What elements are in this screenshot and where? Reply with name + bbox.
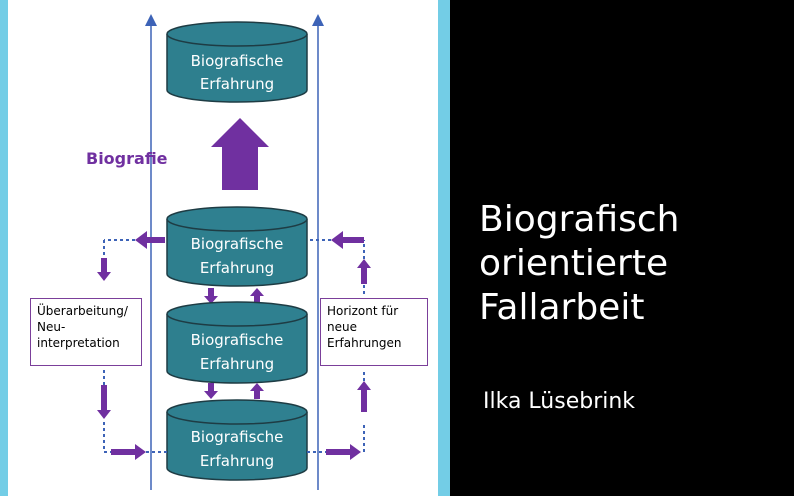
big-up-arrow xyxy=(211,118,269,190)
right-into-cyl2-arrow xyxy=(331,231,364,249)
reinterpretation-box: Überarbeitung/ Neu- interpretation xyxy=(30,298,142,366)
slide-title: Biografisch orientierte Fallarbeit xyxy=(479,198,779,330)
reinterpretation-line3: interpretation xyxy=(37,336,120,350)
up-arrow-4-3 xyxy=(250,383,264,399)
title-line1: Biografisch xyxy=(479,199,680,240)
biografie-label: Biografie xyxy=(86,149,168,168)
right-feedback-loop xyxy=(307,231,371,460)
right-out-arrow xyxy=(326,444,361,460)
cylinder-1: Biografische Erfahrung xyxy=(166,21,308,103)
left-out-arrow xyxy=(135,231,165,249)
reinterpretation-line1: Überarbeitung/ xyxy=(37,304,128,318)
horizon-box: Horizont für neue Erfahrungen xyxy=(320,298,428,366)
cylinder-4-label-line2: Erfahrung xyxy=(200,452,274,470)
reinterpretation-line2: Neu- xyxy=(37,320,66,334)
right-up-arrow-2 xyxy=(357,259,371,284)
cylinder-3: Biografische Erfahrung xyxy=(166,301,308,384)
cylinder-3-label-line1: Biografische xyxy=(191,331,284,349)
right-up-arrow-1 xyxy=(357,381,371,412)
author-name: Ilka Lüsebrink xyxy=(483,389,636,414)
down-arrow-2-3 xyxy=(204,288,218,304)
cylinder-3-label-line2: Erfahrung xyxy=(200,355,274,373)
cylinder-1-label-line2: Erfahrung xyxy=(200,75,274,93)
cylinder-4-label-line1: Biografische xyxy=(191,428,284,446)
cylinder-2-label-line2: Erfahrung xyxy=(200,259,274,277)
left-down-arrow-1 xyxy=(97,258,111,281)
up-arrow-3-2 xyxy=(250,288,264,304)
horizon-line2: neue xyxy=(327,320,357,334)
down-arrow-3-4 xyxy=(204,383,218,399)
left-feedback-loop xyxy=(97,231,167,460)
cylinder-2: Biografische Erfahrung xyxy=(166,206,308,287)
cylinder-1-label-line1: Biografische xyxy=(191,52,284,70)
cylinder-2-label-line1: Biografische xyxy=(191,235,284,253)
horizon-line1: Horizont für xyxy=(327,304,399,318)
left-into-cyl4-arrow xyxy=(111,444,146,460)
cylinder-4: Biografische Erfahrung xyxy=(166,399,308,481)
horizon-line3: Erfahrungen xyxy=(327,336,402,350)
left-down-arrow-2 xyxy=(97,385,111,419)
title-line3: Fallarbeit xyxy=(479,287,645,328)
biography-diagram: Biografische Erfahrung Biografie Biograf… xyxy=(86,14,371,490)
title-line2: orientierte xyxy=(479,243,669,284)
